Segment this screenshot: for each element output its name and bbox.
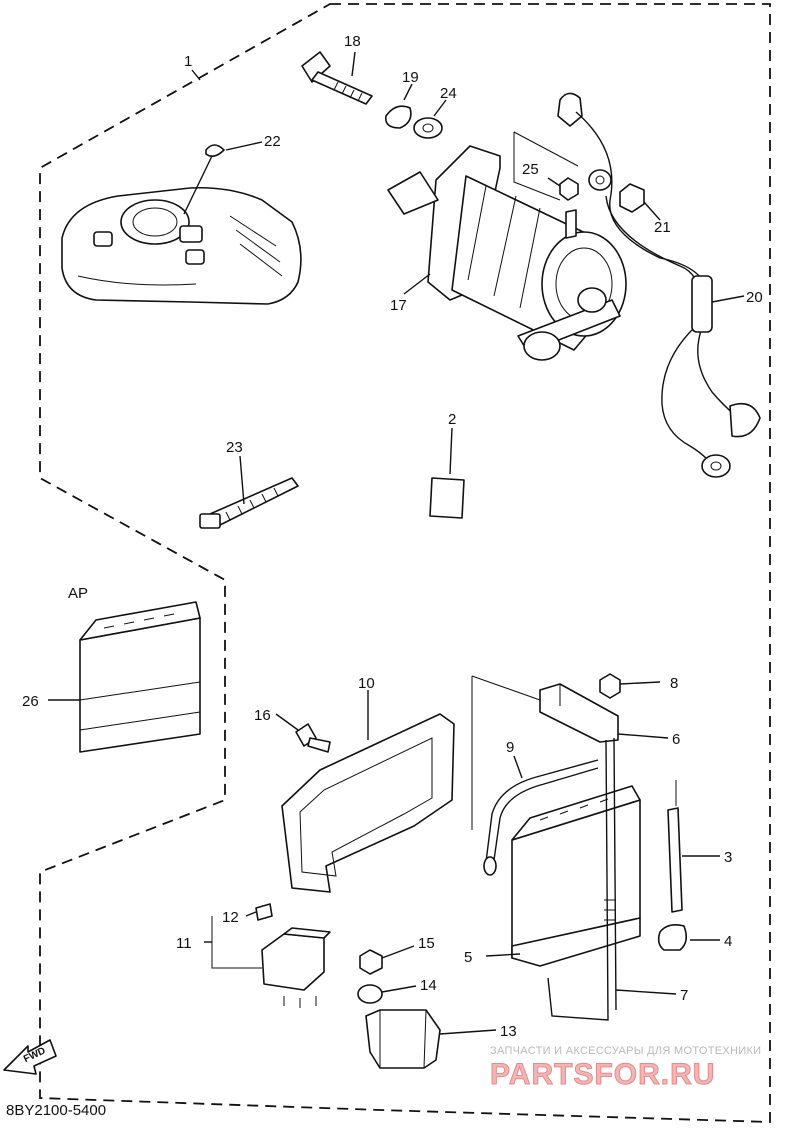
nut-part-15 xyxy=(359,949,383,975)
cap-part-4 xyxy=(657,924,688,951)
fuse-part-12 xyxy=(255,903,273,921)
nut-part-25 xyxy=(559,177,579,201)
label-part-14: 14 xyxy=(420,977,437,994)
hold-rod-part-7 xyxy=(547,737,617,1021)
watermark-tagline: ЗАПЧАСТИ И АКСЕССУАРЫ ДЛЯ МОТОТЕХНИКИ xyxy=(490,1045,761,1057)
nut-part-14 xyxy=(357,984,383,1004)
label-part-11: 11 xyxy=(176,935,192,952)
cover-part-13 xyxy=(365,1009,441,1069)
label-part-22: 22 xyxy=(264,133,281,150)
label-part-21: 21 xyxy=(654,219,671,236)
diagram-code: 8BY2100-5400 xyxy=(6,1102,107,1119)
label-part-19: 19 xyxy=(402,69,419,86)
washer-part-24 xyxy=(413,117,443,139)
starter-motor-part-17 xyxy=(387,145,627,361)
battery-ap-part-26 xyxy=(79,601,201,753)
engine-case xyxy=(61,186,302,305)
label-part-15: 15 xyxy=(418,935,435,952)
nut-part-21 xyxy=(619,183,645,213)
label-part-8: 8 xyxy=(670,675,678,692)
label-part-5: 5 xyxy=(464,949,472,966)
battery-lead-part-9 xyxy=(483,759,599,876)
label-part-10: 10 xyxy=(358,675,375,692)
relay-part-11 xyxy=(261,927,331,1008)
fwd-arrow xyxy=(3,1039,57,1075)
label-part-3: 3 xyxy=(724,849,732,866)
label-part-1: 1 xyxy=(184,53,192,70)
lock-washer-part-19 xyxy=(384,105,412,129)
label-part-25: 25 xyxy=(522,161,539,178)
label-part-4: 4 xyxy=(724,933,732,950)
label-ap: AP xyxy=(68,585,88,602)
label-part-6: 6 xyxy=(672,731,680,748)
label-part-24: 24 xyxy=(440,85,457,102)
label-part-9: 9 xyxy=(506,739,514,756)
label-part-18: 18 xyxy=(344,33,361,50)
nut-part-8 xyxy=(599,673,621,699)
starter-cable-part-20 xyxy=(557,92,761,478)
kit-boundary xyxy=(39,3,771,1123)
bolt-part-18 xyxy=(301,51,373,105)
label-part-7: 7 xyxy=(680,987,688,1004)
bolt-part-16 xyxy=(295,723,331,753)
label-part-13: 13 xyxy=(500,1023,517,1040)
label-part-17: 17 xyxy=(390,297,407,314)
battery-bracket-part-6 xyxy=(539,683,619,743)
label-part-2: 2 xyxy=(448,411,456,428)
watermark-brand: PARTSFOR.RU xyxy=(490,1058,715,1091)
pad-part-2 xyxy=(429,477,465,519)
band-part-3 xyxy=(667,807,683,913)
battery-box-part-10 xyxy=(281,713,455,893)
battery-part-5 xyxy=(511,785,641,967)
clip-part-22 xyxy=(205,144,225,158)
label-part-23: 23 xyxy=(226,439,243,456)
cable-tie-part-23 xyxy=(199,477,299,529)
label-part-16: 16 xyxy=(254,707,271,724)
label-part-12: 12 xyxy=(222,909,239,926)
label-part-26: 26 xyxy=(22,693,39,710)
label-part-20: 20 xyxy=(746,289,763,306)
